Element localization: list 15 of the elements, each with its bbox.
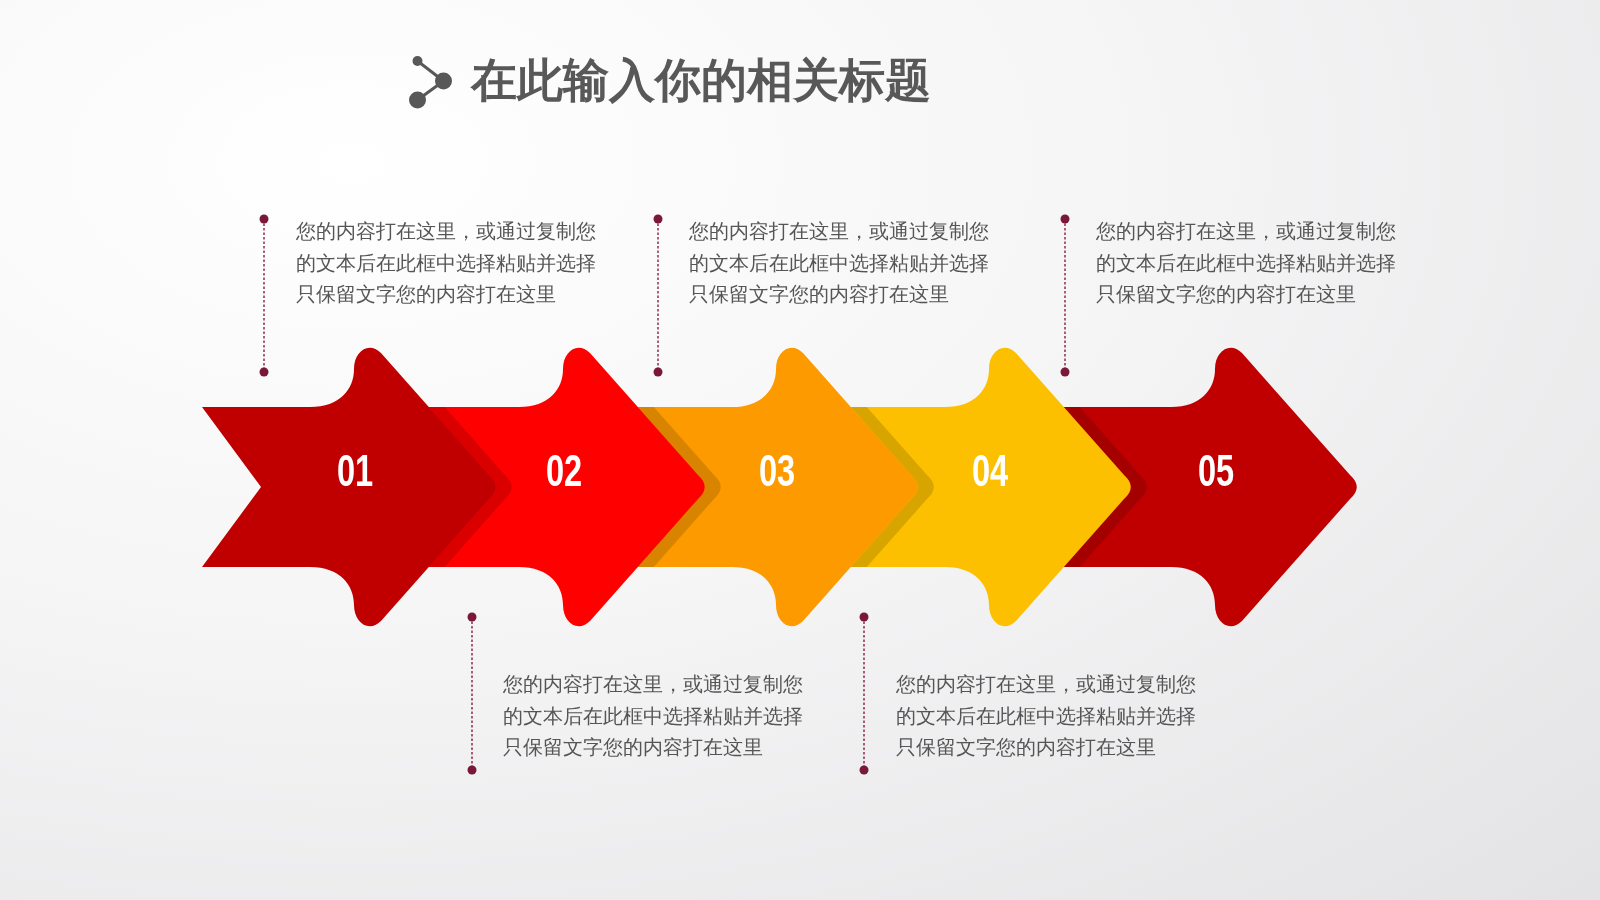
arrow-shape <box>850 347 1131 627</box>
description-text: 您的内容打在这里，或通过复制您的文本后在此框中选择粘贴并选择只保留文字您的内容打在这里 <box>503 671 804 761</box>
step-number: 04 <box>971 451 1009 491</box>
title: 在此输入你的相关标题 <box>471 52 931 109</box>
step-number: 02 <box>545 451 583 491</box>
arrow-shape <box>202 347 496 627</box>
step-number: 05 <box>1197 451 1235 491</box>
step-number: 01 <box>336 451 374 491</box>
arrow-shape <box>1063 347 1357 627</box>
arrow-shape <box>637 347 918 627</box>
description-text: 您的内容打在这里，或通过复制您的文本后在此框中选择粘贴并选择只保留文字您的内容打在这里 <box>689 218 990 308</box>
description-text: 您的内容打在这里，或通过复制您的文本后在此框中选择粘贴并选择只保留文字您的内容打在这里 <box>1096 218 1397 308</box>
step-number: 03 <box>758 451 796 491</box>
description-text: 您的内容打在这里，或通过复制您的文本后在此框中选择粘贴并选择只保留文字您的内容打在这里 <box>896 671 1197 761</box>
description-text: 您的内容打在这里，或通过复制您的文本后在此框中选择粘贴并选择只保留文字您的内容打在这里 <box>296 218 597 308</box>
